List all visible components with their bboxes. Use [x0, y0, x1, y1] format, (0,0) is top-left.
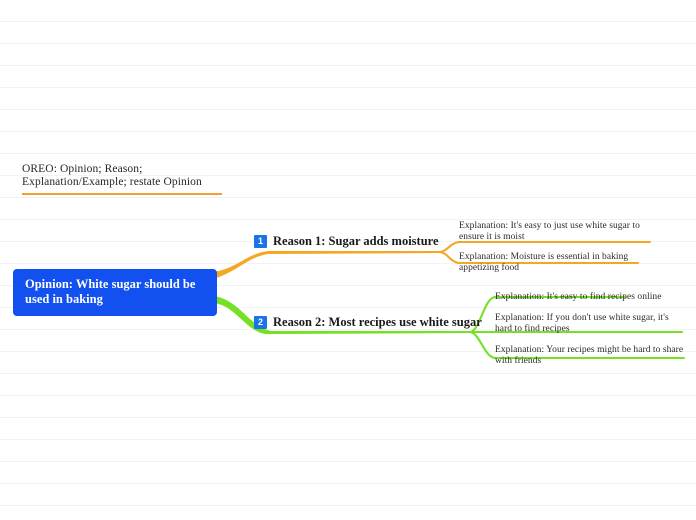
branch-reason-1[interactable]: 1 Reason 1: Sugar adds moisture — [254, 234, 439, 248]
branch-1-badge: 1 — [254, 235, 267, 248]
leaf-reason2-explanation-2[interactable]: Explanation: If you don't use white suga… — [495, 313, 669, 334]
oreo-note-underline — [22, 193, 222, 195]
leaf-reason2-explanation-3[interactable]: Explanation: Your recipes might be hard … — [495, 345, 684, 366]
orange-fork-upper — [438, 240, 652, 254]
orange-trunk — [214, 251, 440, 279]
oreo-note[interactable]: OREO: Opinion; Reason; Explanation/Examp… — [22, 163, 222, 195]
branch-1-label: Reason 1: Sugar adds moisture — [273, 234, 439, 248]
root-node[interactable]: Opinion: White sugar should be used in b… — [13, 269, 217, 316]
leaf-reason1-explanation-1[interactable]: Explanation: It's easy to just use white… — [459, 221, 640, 242]
oreo-note-text: OREO: Opinion; Reason; Explanation/Examp… — [22, 163, 202, 188]
branch-reason-2[interactable]: 2 Reason 2: Most recipes use white sugar — [254, 315, 482, 329]
leaf-reason2-explanation-1[interactable]: Explanation: It's easy to find recipes o… — [495, 292, 662, 302]
branch-2-badge: 2 — [254, 316, 267, 329]
root-node-label: Opinion: White sugar should be used in b… — [25, 277, 196, 306]
branch-2-label: Reason 2: Most recipes use white sugar — [273, 315, 482, 329]
leaf-reason1-explanation-2[interactable]: Explanation: Moisture is essential in ba… — [459, 252, 629, 273]
